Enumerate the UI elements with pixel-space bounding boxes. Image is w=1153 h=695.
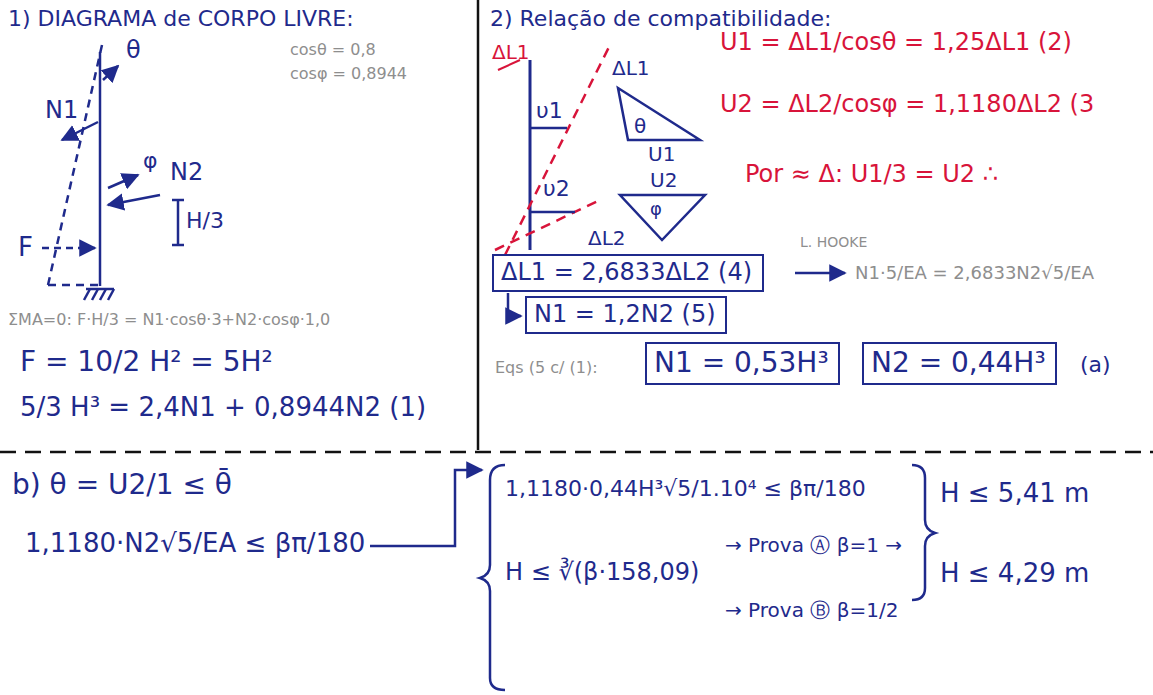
equation-text: 5/3 H³ = 2,4N1 + 0,8944N2 (1) (20, 392, 426, 423)
angle-label: φ (143, 148, 158, 174)
case-label: → Prova Ⓑ β=1/2 (725, 598, 898, 622)
boxed-equation: N2 = 0,44H³ (862, 342, 1057, 385)
equation-text: N1 = 1,2N2 (5) (534, 300, 718, 329)
item-label: (a) (1080, 352, 1111, 378)
displacement-label: υ2 (543, 176, 570, 202)
dimension-label: H/3 (186, 208, 224, 234)
case-label: → Prova Ⓐ β=1 → (725, 533, 902, 557)
equation-text: 1,1180·0,44H³√5/1.10⁴ ≤ βπ/180 (505, 476, 866, 502)
triangle-label: U1 (648, 142, 675, 166)
force-label: F (18, 232, 33, 263)
boxed-equation: N1 = 0,53H³ (645, 342, 840, 385)
equation-text: ΔL1 = 2,6833ΔL2 (4) (501, 258, 755, 287)
boxed-equation: N1 = 1,2N2 (5) (525, 296, 727, 334)
equation-text: F = 10/2 H² = 5H² (20, 345, 273, 379)
triangle-label: ΔL2 (588, 226, 626, 250)
heading: 1) DIAGRAMA de CORPO LIVRE: (8, 6, 354, 32)
divider (477, 0, 480, 450)
equation-text: N1 = 0,53H³ (654, 346, 831, 380)
equation-text: N2 = 0,44H³ (871, 346, 1048, 380)
angle-label: θ (126, 36, 141, 65)
equation-text: U2 = ΔL2/cosφ = 1,1180ΔL2 (3 (720, 90, 1094, 119)
displacement-label: υ1 (536, 98, 563, 124)
triangle-label: U2 (650, 168, 677, 192)
note-text: Eqs (5 c/ (1): (495, 358, 598, 377)
equation-text: H ≤ ∛(β·158,09) (505, 558, 699, 587)
result-text: H ≤ 4,29 m (940, 558, 1089, 589)
equation-text: Por ≈ Δ: U1/3 = U2 ∴ (745, 160, 998, 189)
divider (0, 451, 1153, 454)
equation-text: U1 = ΔL1/cosθ = 1,25ΔL1 (2) (720, 28, 1072, 57)
result-text: H ≤ 5,41 m (940, 478, 1089, 509)
displacement-label: ΔL1 (492, 40, 530, 64)
boxed-equation: ΔL1 = 2,6833ΔL2 (4) (492, 254, 764, 292)
equation-text: b) θ = U2/1 ≤ θ̄ (12, 468, 232, 502)
force-label: N1 (45, 96, 78, 125)
angle-label: θ (634, 114, 646, 138)
equation-text: ΣMA=0: F·H/3 = N1·cosθ·3+N2·cosφ·1,0 (8, 310, 330, 329)
free-body-diagram (42, 45, 184, 300)
note-text: L. HOOKE (800, 234, 867, 251)
note-text: cosθ = 0,8 (290, 40, 376, 59)
force-label: N2 (170, 158, 203, 187)
bracket (370, 465, 935, 690)
equation-text: N1·5/EA = 2,6833N2√5/EA (855, 262, 1094, 284)
note-text: cosφ = 0,8944 (290, 64, 407, 83)
angle-label: φ (650, 198, 662, 220)
equation-text: 1,1180·N2√5/EA ≤ βπ/180 (25, 528, 365, 559)
triangle-label: ΔL1 (612, 56, 650, 80)
